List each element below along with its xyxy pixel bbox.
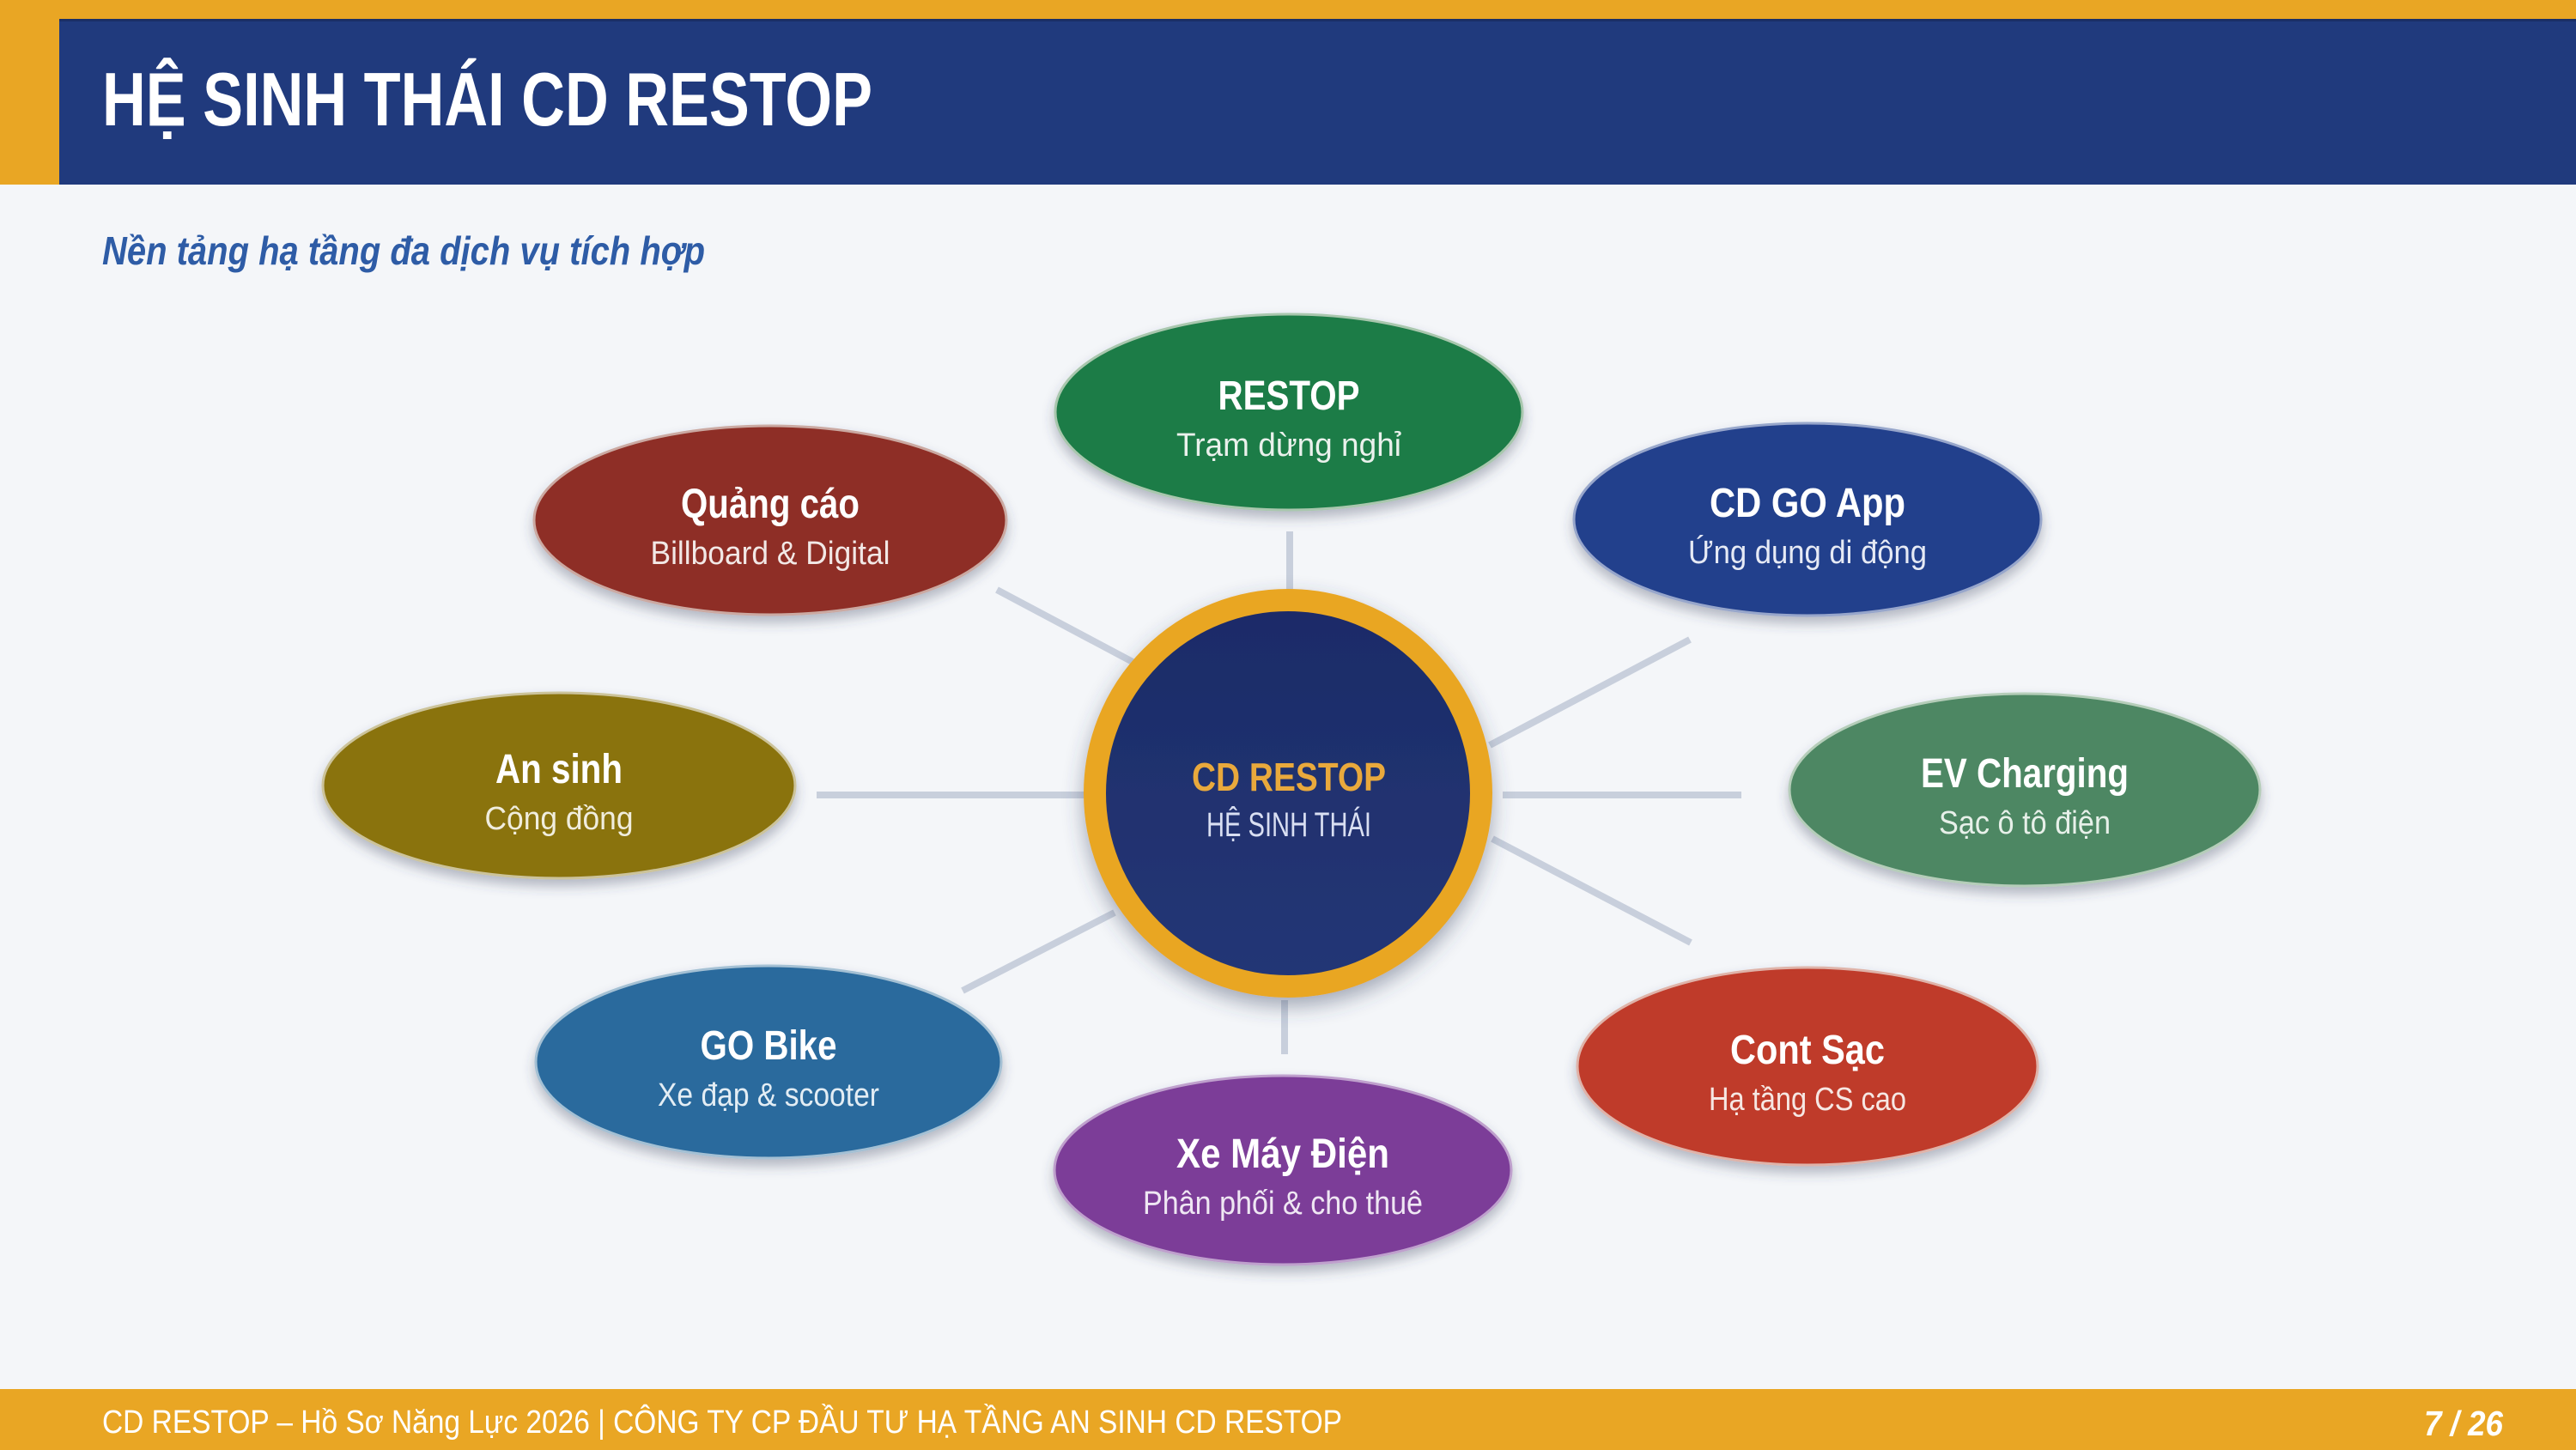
svg-text:Xe Máy Điện: Xe Máy Điện xyxy=(1176,1131,1389,1177)
svg-text:Phân phối & cho thuê: Phân phối & cho thuê xyxy=(1143,1186,1423,1222)
svg-text:CD GO App: CD GO App xyxy=(1710,481,1905,526)
svg-text:Quảng cáo: Quảng cáo xyxy=(681,482,860,527)
svg-text:An sinh: An sinh xyxy=(495,747,623,792)
svg-text:Cộng đồng: Cộng đồng xyxy=(485,801,634,837)
svg-text:CD RESTOP: CD RESTOP xyxy=(1192,755,1386,799)
svg-text:Sạc ô tô điện: Sạc ô tô điện xyxy=(1939,805,2111,841)
svg-text:HỆ SINH THÁI: HỆ SINH THÁI xyxy=(1206,805,1371,844)
svg-text:RESTOP: RESTOP xyxy=(1218,373,1360,419)
svg-text:7 / 26: 7 / 26 xyxy=(2424,1404,2504,1443)
svg-text:Hạ tầng CS cao: Hạ tầng CS cao xyxy=(1709,1082,1906,1118)
svg-text:EV Charging: EV Charging xyxy=(1921,751,2129,797)
svg-text:GO Bike: GO Bike xyxy=(701,1023,837,1069)
svg-text:HỆ SINH THÁI CD RESTOP: HỆ SINH THÁI CD RESTOP xyxy=(102,57,872,142)
svg-text:Trạm dừng nghỉ: Trạm dừng nghỉ xyxy=(1176,428,1402,464)
svg-text:CD RESTOP – Hồ Sơ Năng Lực 202: CD RESTOP – Hồ Sơ Năng Lực 2026 | CÔNG T… xyxy=(102,1403,1342,1441)
svg-text:Nền tảng hạ tầng đa dịch vụ tí: Nền tảng hạ tầng đa dịch vụ tích hợp xyxy=(102,228,705,273)
svg-text:Ứng dụng di động: Ứng dụng di động xyxy=(1688,534,1927,571)
svg-text:Cont Sạc: Cont Sạc xyxy=(1730,1028,1885,1073)
svg-text:Billboard & Digital: Billboard & Digital xyxy=(651,536,890,572)
svg-text:Xe đạp & scooter: Xe đạp & scooter xyxy=(658,1077,879,1113)
